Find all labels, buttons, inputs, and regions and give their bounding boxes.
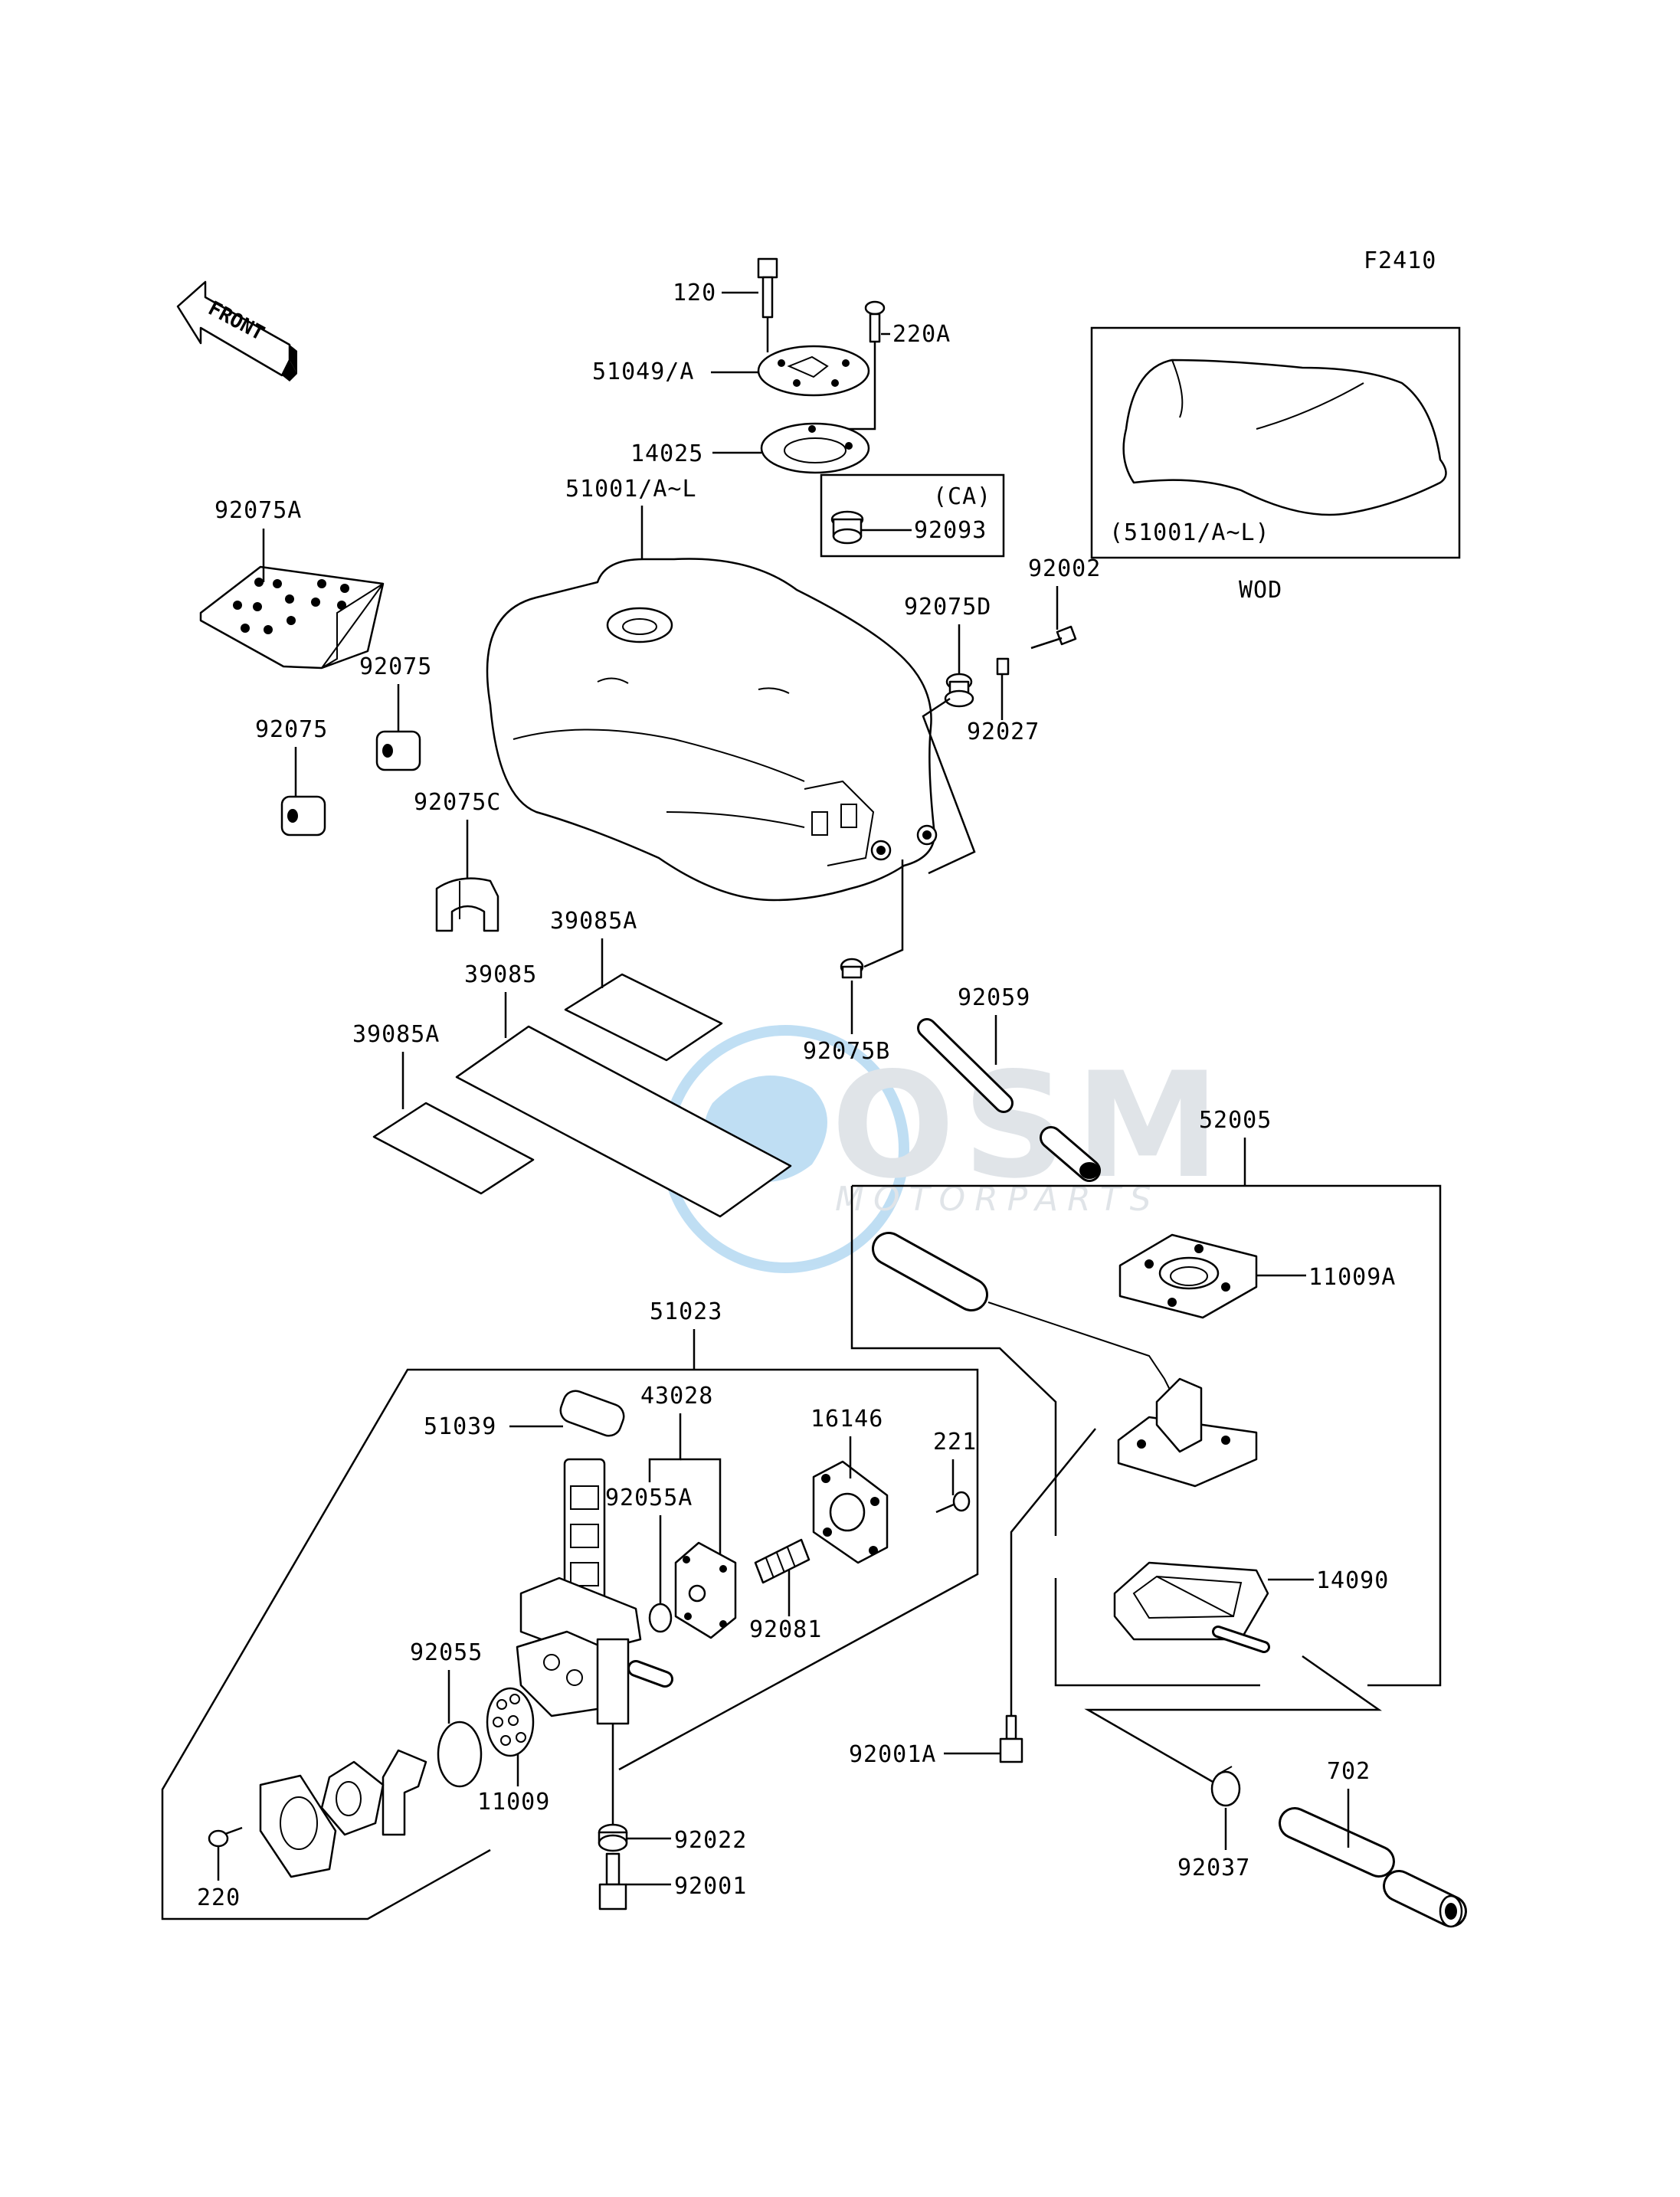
label-11009A: 11009A [1308,1264,1396,1291]
label-92002: 92002 [1028,555,1101,582]
foam-39085 [455,1025,792,1218]
screw-220 [208,1826,243,1848]
label-92075B: 92075B [803,1038,890,1065]
inset-wod: (51001/A~L) [1090,326,1461,559]
ca-box: (CA) 92093 [820,473,1005,558]
label-43028: 43028 [640,1383,713,1410]
label-92001A: 92001A [849,1741,936,1768]
screw-221 [935,1491,971,1514]
oring-92055A [648,1603,673,1633]
grommet-92075-b [280,795,326,837]
pad-92075A [199,565,385,670]
foam-39085A-left [372,1102,535,1195]
watermark: OSM MOTORPARTS [661,1025,1227,1273]
label-92075A: 92075A [215,497,302,524]
bolt-92001A [999,1714,1023,1763]
hose-702 [1279,1807,1467,1928]
inset-caption: WOD [1239,577,1282,604]
label-16146: 16146 [811,1406,883,1432]
label-39085A-top: 39085A [550,908,637,935]
bolt-92001 [598,1852,627,1911]
label-52005: 52005 [1199,1107,1272,1134]
strainer-11009 [486,1687,535,1757]
label-92075-b: 92075 [255,716,328,743]
label-51049A: 51049/A [592,359,694,385]
label-92081: 92081 [749,1616,822,1643]
label-51001: 51001/A~L [565,476,697,503]
gasket-51039 [559,1390,625,1437]
watermark-brand: OSM [831,1041,1227,1210]
fuel-sender-float [872,1232,1258,1488]
diagram-code: F2410 [1364,247,1436,274]
label-220A: 220A [892,321,951,348]
label-92075-a: 92075 [359,653,432,680]
label-92055: 92055 [410,1639,483,1666]
filter-14090 [1113,1561,1270,1653]
gasket-14025 [760,422,870,474]
diaphragm-plate [674,1541,737,1639]
label-14025: 14025 [630,440,703,467]
screw-220A [864,300,886,343]
ca-title: (CA) [933,483,991,510]
fuel-cock-body [516,1458,673,1725]
label-92055A: 92055A [605,1485,693,1511]
label-92075C: 92075C [414,789,501,816]
front-arrow-icon: FRONT [176,280,297,381]
lever-parts [259,1749,427,1878]
clip-92075C [435,877,499,932]
collar-92027 [996,657,1010,676]
label-221: 221 [933,1429,977,1455]
fuel-tank-51001 [486,558,938,902]
washer-92022 [598,1823,628,1852]
label-39085: 39085 [464,961,537,988]
label-11009: 11009 [477,1789,550,1816]
bolt-120 [757,257,778,352]
label-92027: 92027 [967,719,1040,745]
fuel-cap-51049A [757,345,870,397]
collar-92075D [944,673,974,708]
label-92022: 92022 [674,1827,747,1854]
label-92001: 92001 [674,1873,747,1900]
label-120: 120 [673,280,716,306]
label-51039: 51039 [424,1413,496,1440]
label-92037: 92037 [1177,1855,1250,1881]
ca-part-92093: 92093 [914,517,987,544]
label-702: 702 [1327,1758,1371,1785]
label-220: 220 [197,1884,241,1911]
inset-label: (51001/A~L) [1109,519,1270,546]
oring-92055 [437,1721,483,1788]
foam-39085A-top [564,973,723,1062]
bolt-92002 [1030,625,1077,650]
hose-92059 [917,1018,1101,1182]
label-14090: 14090 [1316,1567,1389,1594]
cover-16146 [812,1460,889,1564]
grommet-92075-a [375,730,421,771]
seal-11009A [1118,1233,1258,1319]
label-51023: 51023 [650,1298,722,1325]
grommet-92075B [840,958,864,979]
label-92059: 92059 [958,984,1030,1011]
clamp-92037 [1210,1766,1241,1807]
label-39085A-left: 39085A [352,1021,440,1048]
label-92075D: 92075D [904,594,991,620]
spring-92081 [754,1538,811,1584]
